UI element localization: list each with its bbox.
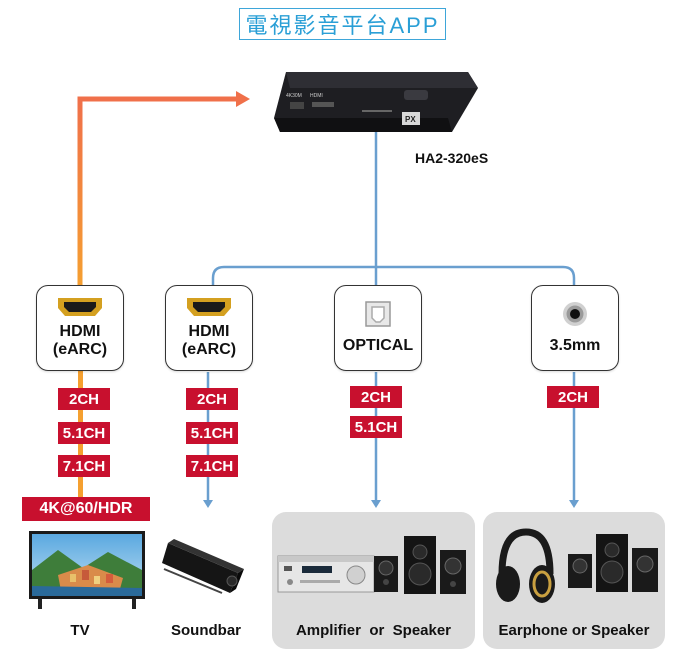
port-box-hdmi-earc-1: HDMI (eARC) — [36, 285, 124, 371]
port-box-hdmi-earc-2: HDMI (eARC) — [165, 285, 253, 371]
channel-tag-5-1ch: 5.1CH — [186, 422, 238, 444]
channel-tag-5-1ch: 5.1CH — [350, 416, 402, 438]
hdmi-port-icon — [187, 298, 231, 316]
device-label-tv: TV — [70, 622, 90, 639]
device-label-2: HDMI — [310, 93, 323, 99]
channel-tag-7-1ch: 7.1CH — [58, 455, 110, 477]
tv-icon — [29, 531, 145, 609]
device-label-1: 4K30M — [286, 93, 302, 99]
channel-tag-5-1ch: 5.1CH — [58, 422, 110, 444]
amplifier-arrow-head — [371, 500, 381, 508]
device-badge: PX — [405, 115, 416, 124]
port-label-3-5mm: 3.5mm — [549, 337, 601, 354]
audio-jack-icon — [563, 302, 587, 326]
channel-tag-2ch: 2CH — [186, 388, 238, 410]
soundbar-icon — [162, 539, 244, 594]
channel-tag-2ch: 2CH — [58, 388, 110, 410]
tv-resolution-tag: 4K@60/HDR — [22, 497, 150, 521]
device-model: HA2-320eS — [415, 150, 489, 166]
port-box-3-5mm: 3.5mm — [531, 285, 619, 371]
headphone-speaker-icon — [496, 528, 658, 603]
amplifier-speaker-icon — [277, 536, 466, 594]
soundbar-arrow-head — [203, 500, 213, 508]
earc-return-arrow — [77, 96, 238, 290]
channel-tag-7-1ch: 7.1CH — [186, 455, 238, 477]
distribution-bar — [211, 265, 576, 279]
device-label-amplifier: Amplifier or Speaker — [295, 622, 452, 639]
port-label-hdmi-1: HDMI — [59, 323, 101, 340]
device-label-soundbar: Soundbar — [171, 622, 241, 639]
page-title: 電視影音平台APP — [239, 8, 446, 40]
port-sub-earc-2: (eARC) — [181, 341, 237, 358]
optical-port-icon — [365, 301, 391, 327]
port-sub-earc-1: (eARC) — [52, 341, 108, 358]
channel-tag-2ch: 2CH — [350, 386, 402, 408]
port-box-optical: OPTICAL — [334, 285, 422, 371]
earphone-arrow-head — [569, 500, 579, 508]
converter-device-icon: 4K30M HDMI PX — [274, 72, 478, 132]
channel-tag-2ch: 2CH — [547, 386, 599, 408]
port-label-hdmi-2: HDMI — [188, 323, 230, 340]
earc-arrow-head — [236, 91, 250, 107]
device-label-earphone: Earphone or Speaker — [498, 622, 650, 639]
port-label-optical: OPTICAL — [342, 337, 414, 354]
hdmi-port-icon — [58, 298, 102, 316]
